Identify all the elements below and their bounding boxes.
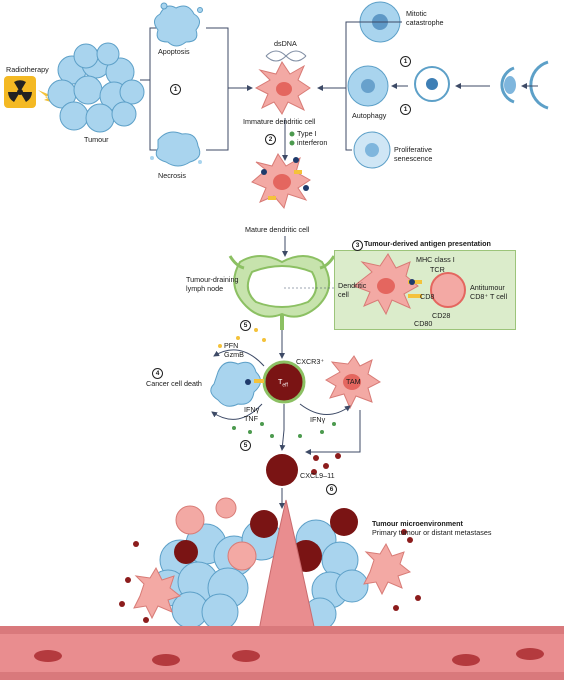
cytokine-dots xyxy=(232,422,336,438)
chemokine-dots-tme xyxy=(119,529,421,623)
pink-cells xyxy=(175,497,257,571)
label-cxcl: CXCL9–11 xyxy=(300,471,335,480)
label-antitumour-2: CD8⁺ T cell xyxy=(470,292,508,301)
step-number: 4 xyxy=(152,368,163,379)
label-dc-2: cell xyxy=(338,290,349,299)
tcr-synapse xyxy=(254,379,264,383)
chemokine-dots xyxy=(311,453,341,475)
label-cancer-death: Cancer cell death xyxy=(146,379,202,388)
label-tumour: Tumour xyxy=(84,135,109,144)
label-ln-1: Tumour-draining xyxy=(186,275,239,284)
label-mitotic-2: catastrophe xyxy=(406,18,444,27)
step-number: 5 xyxy=(240,320,251,331)
label-type1-2: interferon xyxy=(297,138,328,147)
label-teff: Teff xyxy=(278,377,288,390)
label-autophagy: Autophagy xyxy=(352,111,387,120)
mitochondrion-engulfing xyxy=(500,66,516,104)
step-number: 3 xyxy=(352,240,363,251)
label-type1-1: Type I xyxy=(297,129,317,138)
step-number: 1 xyxy=(170,84,181,95)
label-dc-1: Dendritic xyxy=(338,281,367,290)
blood-vessel xyxy=(0,626,564,680)
label-antigen-presentation: Tumour-derived antigen presentation xyxy=(364,239,491,248)
label-tam: TAM xyxy=(346,377,361,386)
step-number: 1 xyxy=(400,104,411,115)
ifn-dot xyxy=(289,140,295,146)
mature-dendritic-cell xyxy=(251,153,311,210)
necrotic-cell xyxy=(150,131,202,167)
label-tme-sub: Primary tumour or distant metastases xyxy=(372,528,492,537)
autophagy-cell xyxy=(347,65,389,107)
label-mhc: MHC class I xyxy=(416,255,455,264)
lymph-node xyxy=(228,255,336,330)
apoptotic-cell xyxy=(154,2,203,47)
tumour-cluster xyxy=(47,42,145,133)
teff-sub: eff xyxy=(282,382,288,389)
label-immature-dc: Immature dendritic cell xyxy=(243,117,316,126)
label-antitumour-1: Antitumour xyxy=(470,283,505,292)
macrophage-right xyxy=(363,542,412,596)
teff-main: T xyxy=(278,377,283,386)
immature-dendritic-cell xyxy=(254,61,311,115)
label-gzmb: GzmB xyxy=(224,350,244,359)
label-tme-title: Tumour microenvironment xyxy=(372,519,463,528)
label-cd80: CD80 xyxy=(414,319,433,328)
step-number: 5 xyxy=(240,440,251,451)
autophagosome xyxy=(414,66,450,102)
label-dsdna: dsDNA xyxy=(274,39,297,48)
label-cxcr3: CXCR3⁺ xyxy=(296,357,325,366)
phagophore xyxy=(529,60,549,110)
macrophage-left xyxy=(133,566,182,620)
cxcl-secreting-t-cell xyxy=(266,454,298,486)
dsdna-helix xyxy=(265,50,307,62)
label-senescence-1: Proliferative xyxy=(394,145,432,154)
label-cd28: CD28 xyxy=(432,311,451,320)
step-number: 6 xyxy=(326,484,337,495)
label-ifng-tnf-2: TNF xyxy=(244,414,258,423)
label-necrosis: Necrosis xyxy=(158,171,186,180)
label-senescence-2: senescence xyxy=(394,154,433,163)
label-pfn: PFN xyxy=(224,341,239,350)
tumour-associated-macrophage xyxy=(325,355,381,410)
radiation-icon xyxy=(4,76,36,108)
label-cd8: CD8 xyxy=(420,292,435,301)
label-radiotherapy: Radiotherapy xyxy=(6,65,49,74)
label-mitotic-1: Mitotic xyxy=(406,9,427,18)
label-ifng: IFNγ xyxy=(310,415,326,424)
label-mature-dc: Mature dendritic cell xyxy=(245,225,310,234)
ifn-dot xyxy=(289,131,295,137)
label-tcr: TCR xyxy=(430,265,445,274)
step-number: 1 xyxy=(400,56,411,67)
senescent-cell xyxy=(353,131,391,169)
label-ifng-tnf-1: IFNγ xyxy=(244,405,260,414)
lightning-icon xyxy=(38,90,58,104)
cytotoxic-granules xyxy=(218,328,266,348)
step-number: 2 xyxy=(265,134,276,145)
dying-cancer-cell xyxy=(210,361,261,407)
label-apoptosis: Apoptosis xyxy=(158,47,190,56)
label-ln-2: lymph node xyxy=(186,284,224,293)
vessel-sprout xyxy=(257,499,317,637)
